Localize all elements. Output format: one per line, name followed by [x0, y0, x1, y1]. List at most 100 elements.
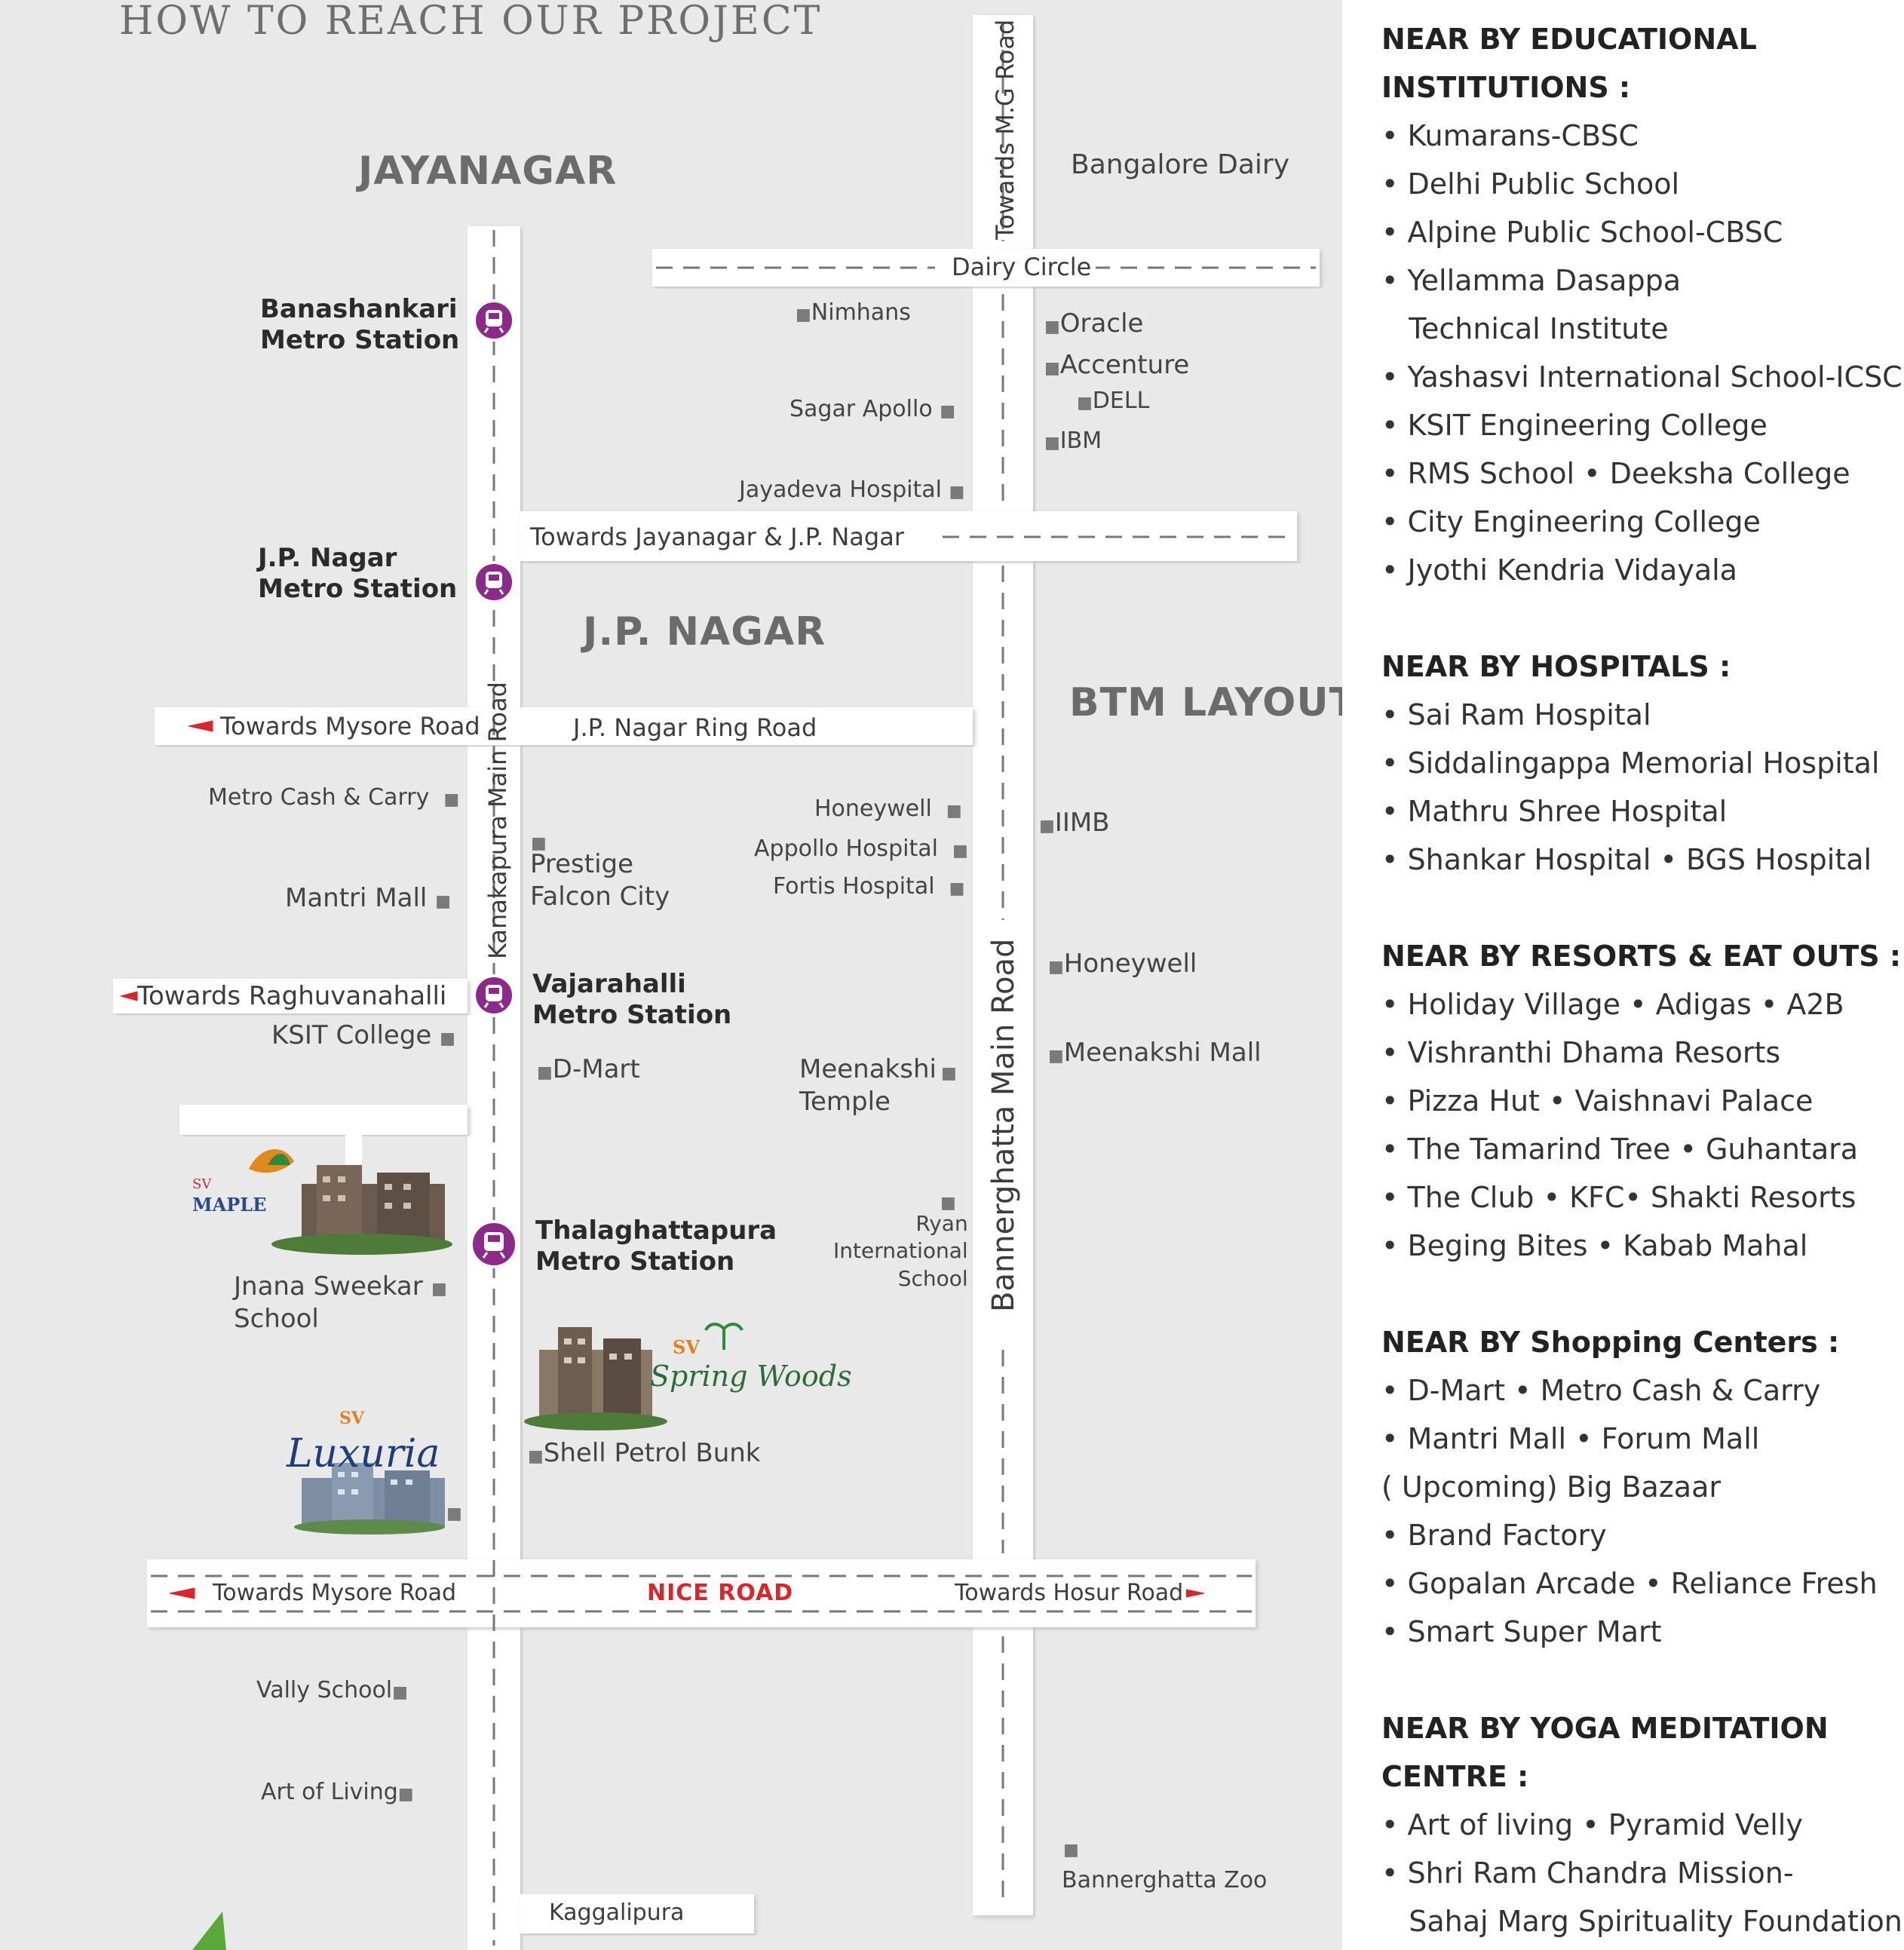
landmark-jayadeva-hospital: Jayadeva Hospital ■	[739, 477, 965, 503]
area-jp-nagar: J.P. NAGAR	[583, 609, 826, 655]
green-corner-shape	[192, 1912, 226, 1950]
list-item: • Smart Super Mart	[1381, 1615, 1662, 1648]
landmark-art-label: Art of Living	[261, 1779, 398, 1805]
spring-woods-logo-sv: SV	[673, 1336, 700, 1358]
nearby-sidebar: NEAR BY EDUCATIONAL INSTITUTIONS :• Kuma…	[1381, 15, 1902, 1945]
list-item: • Vishranthi Dhama Resorts	[1381, 1036, 1781, 1069]
area-jayanagar: JAYANAGAR	[358, 149, 618, 194]
section-gap	[1381, 884, 1894, 932]
spring-woods-building-image	[524, 1323, 744, 1430]
road-label-jp-ring-road: J.P. Nagar Ring Road	[573, 713, 817, 742]
list-item: • Siddalingappa Memorial Hospital	[1381, 747, 1880, 780]
list-item: • Yashasvi International School-ICSC	[1381, 360, 1902, 394]
list-item: • Jyothi Kendria Vidayala	[1381, 553, 1737, 587]
arrow-left-icon	[119, 991, 138, 1001]
list-item: • Beging Bites • Kabab Mahal	[1381, 1229, 1808, 1262]
area-btm-layout: BTM LAYOUT	[1069, 680, 1342, 725]
landmark-meenakshi-temple-marker: ■	[941, 1064, 957, 1083]
list-item: • RMS School • Deeksha College	[1381, 457, 1850, 490]
landmark-meenakshi-mall: Meenakshi Mall	[1048, 1037, 1262, 1069]
spring-woods-logo-name: Spring Woods	[650, 1360, 852, 1393]
route-map: HOW TO REACH OUR PROJECT JAYANAGAR J.P. …	[0, 0, 1342, 1950]
landmark-accenture: Accenture	[1044, 349, 1190, 382]
luxuria-logo-sv: SV	[339, 1409, 364, 1428]
landmark-honeywell-1: Honeywell ■	[814, 796, 962, 822]
luxuria-logo: SV Luxuria	[287, 1409, 440, 1479]
landmark-metro-cash-carry: Metro Cash & Carry ■	[208, 784, 460, 811]
road-label-kanakapura: Kanakapura Main Road	[483, 682, 512, 959]
landmark-iimb-label: IIMB	[1054, 808, 1110, 838]
section-gap	[1381, 1656, 1894, 1704]
landmark-shell-label: Shell Petrol Bunk	[543, 1438, 761, 1468]
landmark-vally-label: Vally School	[256, 1677, 393, 1703]
section-title: NEAR BY EDUCATIONAL INSTITUTIONS :	[1381, 23, 1757, 104]
section-gap	[1381, 1270, 1894, 1318]
metro-station-jp-nagar: J.P. Nagar Metro Station	[258, 543, 458, 605]
landmark-ksit-label: KSIT College	[271, 1020, 432, 1050]
road-label-towards-jayanagar: Towards Jayanagar & J.P. Nagar	[530, 523, 904, 551]
landmark-nimhans: Nimhans	[796, 298, 911, 327]
landmark-prestige-marker: ■	[531, 834, 547, 853]
landmark-honeywell-2-label: Honeywell	[1063, 949, 1197, 979]
list-item: • City Engineering College	[1381, 505, 1761, 538]
list-item: • Yellamma Dasappa Technical Institute	[1381, 264, 1681, 345]
landmark-zoo-marker: ■	[1063, 1841, 1079, 1860]
side-road	[179, 1105, 468, 1135]
section-gap	[1381, 594, 1894, 642]
list-item: • Brand Factory	[1381, 1519, 1607, 1552]
landmark-shell-petrol-bunk: Shell Petrol Bunk	[528, 1437, 761, 1470]
landmark-honeywell-2: Honeywell	[1048, 948, 1197, 980]
landmark-luxuria-marker: ■	[446, 1504, 462, 1523]
list-item: • Holiday Village • Adigas • A2B	[1381, 988, 1844, 1021]
list-item: • The Club • KFC• Shakti Resorts	[1381, 1181, 1856, 1214]
ring-road	[155, 707, 973, 745]
road-label-nice-road: NICE ROAD	[642, 1579, 799, 1608]
landmark-metro-cash-carry-label: Metro Cash & Carry	[208, 784, 430, 811]
landmark-bannerghatta-zoo: Bannerghatta Zoo	[1062, 1867, 1268, 1893]
landmark-bangalore-dairy: Bangalore Dairy	[1071, 149, 1290, 180]
road-label-kaggalipura: Kaggalipura	[549, 1899, 685, 1926]
road-label-towards-mysore-road-nice: Towards Mysore Road	[210, 1579, 460, 1608]
landmark-ksit-college: KSIT College ■	[271, 1020, 455, 1050]
landmark-jnana-sweekar-school: Jnana Sweekar School	[234, 1271, 423, 1334]
arrow-left-icon	[169, 1587, 195, 1599]
landmark-fortis-hospital: Fortis Hospital ■	[773, 873, 965, 900]
landmark-ibm-label: IBM	[1059, 428, 1102, 454]
landmark-prestige-falcon-city: Prestige Falcon City	[530, 849, 670, 912]
list-item: • Gopalan Arcade • Reliance Fresh	[1381, 1567, 1878, 1600]
landmark-iimb: IIMB	[1039, 807, 1110, 839]
landmark-mantri-mall-label: Mantri Mall	[285, 883, 428, 913]
section-title: NEAR BY HOSPITALS :	[1381, 650, 1731, 683]
landmark-vally-school: Vally School■	[256, 1677, 408, 1703]
landmark-oracle: Oracle	[1044, 308, 1144, 340]
luxuria-building-image	[294, 1463, 445, 1535]
metro-station-banashankari: Banashankari Metro Station	[260, 294, 460, 356]
landmark-d-mart: D-Mart	[537, 1053, 640, 1086]
list-item: • KSIT Engineering College	[1381, 409, 1768, 442]
list-item: ( Upcoming) Big Bazaar	[1381, 1470, 1721, 1504]
metro-station-thalaghattapura: Thalaghattapura Metro Station	[535, 1216, 777, 1277]
maple-logo-name: MAPLE	[192, 1193, 267, 1216]
road-label-towards-mysore-road: Towards Mysore Road	[220, 712, 480, 740]
landmark-appollo-label: Appollo Hospital	[754, 835, 938, 862]
page-title: HOW TO REACH OUR PROJECT	[119, 0, 823, 44]
metro-station-vajarahalli: Vajarahalli Metro Station	[532, 969, 732, 1031]
list-item: • Mantri Mall • Forum Mall	[1381, 1422, 1760, 1455]
section-title: NEAR BY YOGA MEDITATION CENTRE :	[1381, 1712, 1829, 1793]
landmark-sagar-apollo-label: Sagar Apollo	[790, 396, 933, 422]
kaggalipura-road	[520, 1894, 754, 1933]
landmark-ryan-international-school: Ryan International School	[833, 1211, 968, 1291]
landmark-ibm: IBM	[1044, 426, 1102, 455]
road-label-towards-hosur-road: Towards Hosur Road	[952, 1579, 1187, 1608]
landmark-d-mart-label: D-Mart	[552, 1054, 640, 1084]
landmark-appollo-hospital: Appollo Hospital ■	[754, 835, 968, 862]
section-title: NEAR BY RESORTS & EAT OUTS :	[1381, 940, 1902, 973]
landmark-sagar-apollo: Sagar Apollo ■	[790, 396, 956, 422]
road-label-towards-mg-road: Towards M.G Road	[991, 19, 1019, 240]
landmark-fortis-label: Fortis Hospital	[773, 873, 935, 900]
road-label-dairy-circle: Dairy Circle	[947, 252, 1096, 282]
list-item: • Alpine Public School-CBSC	[1381, 216, 1783, 249]
spring-woods-logo: SV Spring Woods	[650, 1336, 852, 1395]
maple-logo-sv: SV	[192, 1176, 212, 1192]
landmark-dell-label: DELL	[1092, 388, 1150, 414]
